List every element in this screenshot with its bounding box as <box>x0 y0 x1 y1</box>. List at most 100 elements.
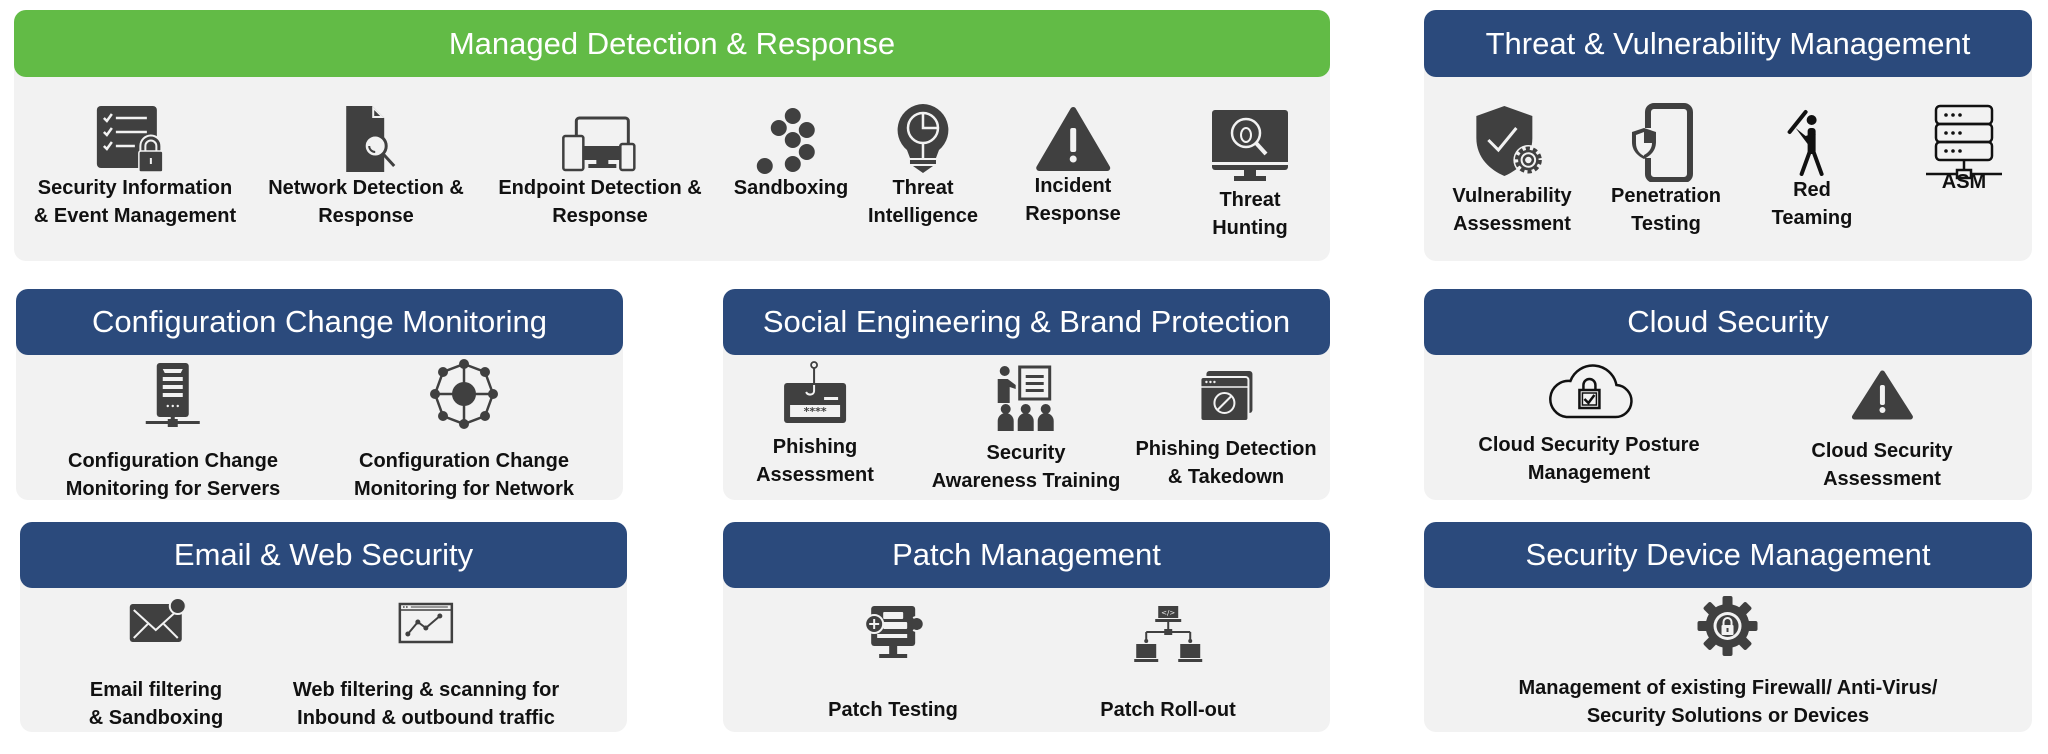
tvm-item-asm: ASM <box>1924 104 2004 196</box>
sdm-header: Security Device Management <box>1424 522 2032 588</box>
sdm-item-device-management-label-1: Management of existing Firewall/ Anti-Vi… <box>1518 677 1938 699</box>
mdr-item-threat-intel-label-1: Threat <box>892 177 954 199</box>
cloud-header: Cloud Security <box>1424 289 2032 355</box>
patch-header: Patch Management <box>723 522 1330 588</box>
mdr-item-sandboxing: Sandboxing <box>734 104 848 202</box>
email-item-filtering-label-2: & Sandboxing <box>88 707 224 729</box>
ccm-item-servers-label-2: Monitoring for Servers <box>65 478 281 500</box>
cloud-item-cspm-label-1: Cloud Security Posture <box>1478 434 1700 456</box>
mdr-item-threat-intel: Threat Intelligence <box>868 102 978 230</box>
se-item-phishing-assessment-label-2: Assessment <box>756 464 874 486</box>
mdr-item-edr-label-1: Endpoint Detection & <box>498 177 702 199</box>
tvm-item-pen-testing: Penetration Testing <box>1611 102 1721 238</box>
browser-chart-icon <box>398 602 454 644</box>
tvm-item-asm-label-1: ASM <box>1941 171 1987 193</box>
cloud-item-assessment-label-2: Assessment <box>1823 468 1941 490</box>
cloud-panel: Cloud Security Cloud Security Posture Ma… <box>1424 289 2032 500</box>
se-item-awareness-training: Security Awareness Training <box>931 365 1121 495</box>
mdr-item-siem: Security Information & Event Management <box>34 104 236 230</box>
mdr-item-incident-response: Incident Response <box>1025 106 1121 228</box>
patch-item-testing-label-1: Patch Testing <box>828 699 958 721</box>
patch-item-rollout-label-1: Patch Roll-out <box>1100 699 1236 721</box>
se-item-phishing-takedown-label-2: & Takedown <box>1167 466 1285 488</box>
email-item-web-filtering-label-2: Inbound & outbound traffic <box>297 707 555 729</box>
se-panel: Social Engineering & Brand Protection **… <box>723 289 1330 500</box>
email-item-web-filtering: Web filtering & scanning for Inbound & o… <box>293 602 559 732</box>
tvm-item-red-teaming: Red Teaming <box>1771 108 1853 232</box>
mdr-item-ndr-label-1: Network Detection & <box>268 177 464 199</box>
se-item-phishing-takedown: Phishing Detection & Takedown <box>1135 369 1317 491</box>
svg-text:</>: </> <box>1161 609 1175 617</box>
se-item-phishing-assessment: **** Phishing Assessment <box>756 361 874 489</box>
phishing-hook-card-icon: **** <box>784 361 846 423</box>
browser-block-icon <box>1199 371 1252 422</box>
se-item-phishing-takedown-label-1: Phishing Detection <box>1135 438 1317 460</box>
se-item-phishing-assessment-label-1: Phishing <box>772 436 858 458</box>
server-tower-icon <box>145 363 200 427</box>
ccm-item-servers: Configuration Change Monitoring for Serv… <box>66 361 280 503</box>
mdr-item-threat-hunting-label-2: Hunting <box>1212 217 1288 239</box>
tvm-header: Threat & Vulnerability Management <box>1424 10 2032 77</box>
mdr-item-threat-intel-label-2: Intelligence <box>867 205 979 227</box>
email-panel: Email & Web Security Email filtering & S… <box>20 522 627 732</box>
tvm-item-pen-testing-label-1: Penetration <box>1610 185 1722 207</box>
person-bat-icon <box>1787 110 1824 176</box>
server-stack-network-icon <box>1926 104 2002 180</box>
email-header: Email & Web Security <box>20 522 627 588</box>
mdr-item-ndr-label-2: Response <box>318 205 414 227</box>
network-hub-icon <box>429 359 498 429</box>
tvm-item-red-teaming-label-2: Teaming <box>1771 207 1853 229</box>
ccm-item-network-label-2: Monitoring for Network <box>354 478 574 500</box>
mdr-item-siem-label-1: Security Information <box>37 177 233 199</box>
ccm-item-servers-label-1: Configuration Change <box>68 450 278 472</box>
mdr-panel: Managed Detection & Response Security In… <box>14 10 1330 261</box>
phone-shield-icon <box>1632 103 1693 182</box>
se-item-awareness-training-label-1: Security <box>986 442 1066 464</box>
mdr-item-edr-label-2: Response <box>552 205 648 227</box>
ccm-item-network: Configuration Change Monitoring for Netw… <box>354 359 574 503</box>
se-item-awareness-training-label-2: Awareness Training <box>931 470 1121 492</box>
mdr-item-threat-hunting: Threat Hunting <box>1210 108 1290 242</box>
devices-icon <box>561 116 636 172</box>
mdr-item-threat-hunting-label-1: Threat <box>1219 189 1281 211</box>
mdr-item-sandboxing-label-1: Sandboxing <box>733 177 849 199</box>
sdm-item-device-management-label-2: Security Solutions or Devices <box>1586 705 1870 727</box>
checklist-lock-icon <box>96 106 164 173</box>
tvm-item-vuln-assessment-label-1: Vulnerability <box>1452 185 1572 207</box>
cloud-item-assessment-label-1: Cloud Security <box>1811 440 1953 462</box>
warning-triangle-icon <box>1851 370 1913 420</box>
svg-text:****: **** <box>803 405 826 418</box>
email-item-web-filtering-label-1: Web filtering & scanning for <box>292 679 560 701</box>
mdr-item-incident-response-label-1: Incident <box>1034 175 1112 197</box>
mdr-item-siem-label-2: & Event Management <box>33 205 237 227</box>
cloud-lock-icon <box>1548 364 1633 419</box>
gear-lock-icon <box>1698 596 1758 656</box>
document-search-icon <box>346 106 396 172</box>
cloud-item-assessment: Cloud Security Assessment <box>1811 369 1953 493</box>
monitor-wrench-icon <box>864 606 925 658</box>
tvm-item-vuln-assessment: Vulnerability Assessment <box>1452 102 1572 238</box>
patch-item-testing: Patch Testing <box>828 604 958 724</box>
tvm-item-pen-testing-label-2: Testing <box>1631 213 1701 235</box>
mdr-item-edr: Endpoint Detection & Response <box>498 104 702 230</box>
tvm-panel: Threat & Vulnerability Management Vulner… <box>1424 10 2032 261</box>
cloud-item-cspm: Cloud Security Posture Management <box>1478 359 1700 487</box>
dots-cluster-icon <box>756 108 815 174</box>
lightbulb-chart-icon <box>897 104 949 173</box>
ccm-panel: Configuration Change Monitoring Configur… <box>16 289 623 500</box>
se-header: Social Engineering & Brand Protection <box>723 289 1330 355</box>
ccm-item-network-label-1: Configuration Change <box>359 450 569 472</box>
computer-hierarchy-icon: </> <box>1133 606 1202 662</box>
monitor-bug-search-icon <box>1212 110 1288 181</box>
patch-item-rollout: </> Patch Roll-out <box>1100 604 1236 724</box>
presenter-audience-icon <box>998 365 1054 431</box>
email-item-filtering-label-1: Email filtering <box>89 679 223 701</box>
sdm-item-device-management: Management of existing Firewall/ Anti-Vi… <box>1518 594 1938 730</box>
warning-triangle-icon <box>1036 107 1110 171</box>
tvm-item-vuln-assessment-label-2: Assessment <box>1453 213 1571 235</box>
sdm-panel: Security Device Management Management of… <box>1424 522 2032 732</box>
envelope-notification-icon <box>129 598 186 642</box>
patch-panel: Patch Management Patch Testing </> <box>723 522 1330 732</box>
email-item-filtering: Email filtering & Sandboxing <box>89 598 223 732</box>
shield-check-gear-icon <box>1475 106 1543 176</box>
